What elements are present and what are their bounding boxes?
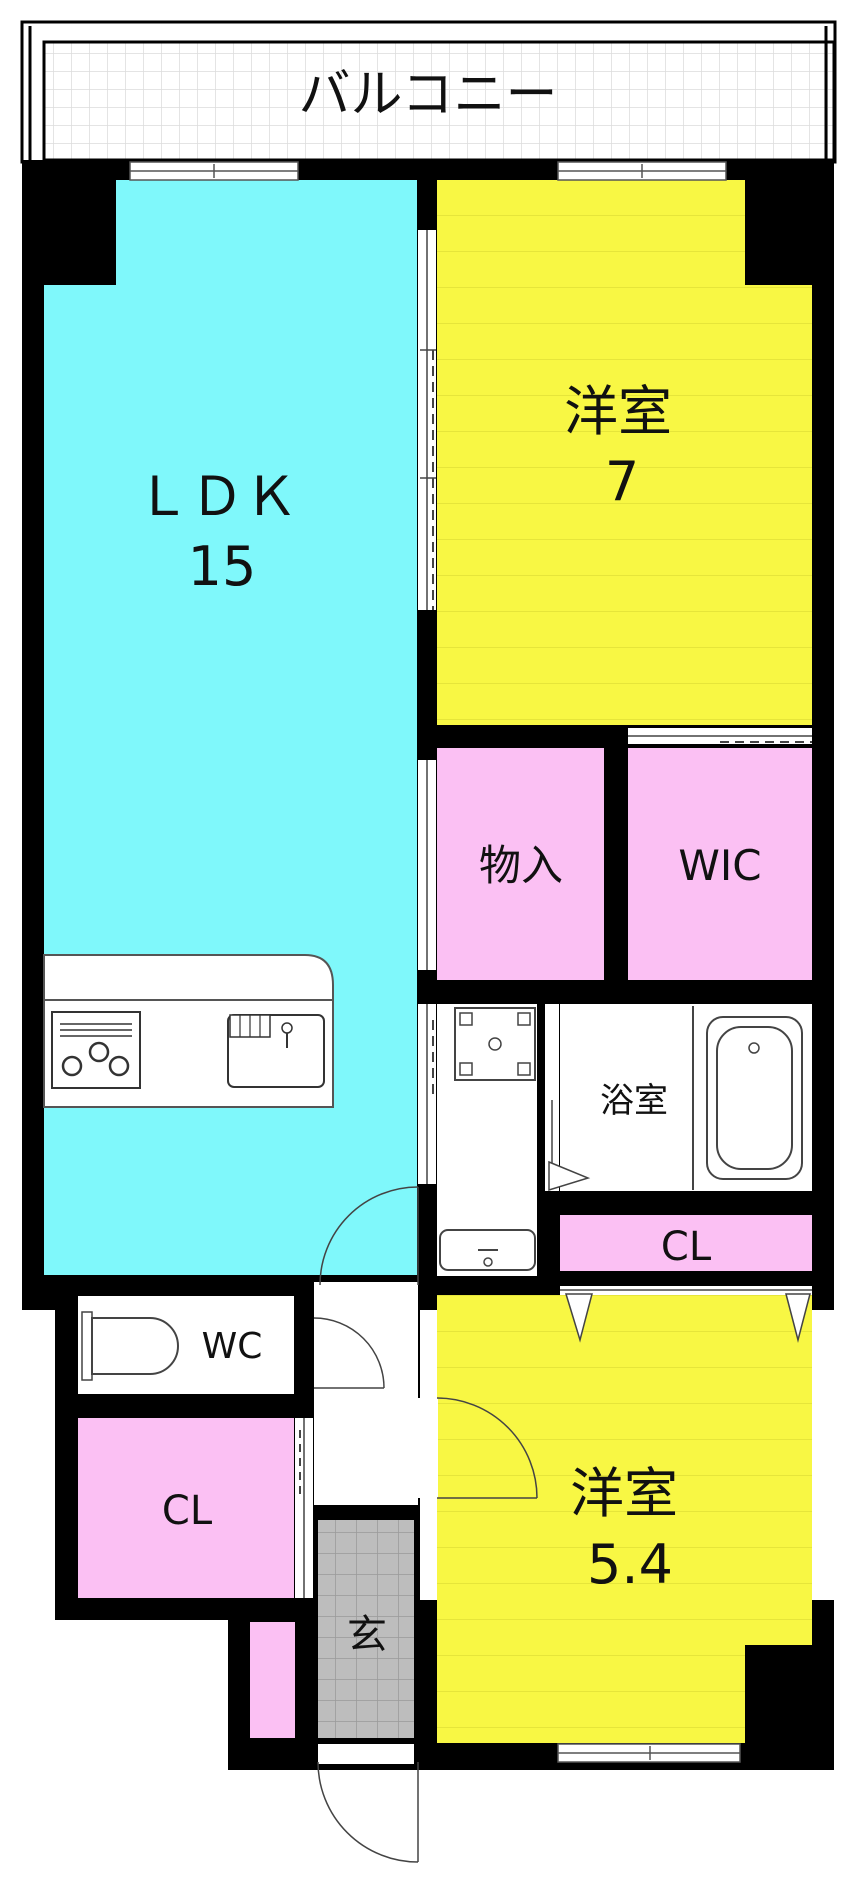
room-wic: WIC <box>628 728 812 980</box>
closet-lower-name: CL <box>162 1488 213 1534</box>
room-western-7: 洋室 7 <box>437 180 812 725</box>
bathtub-icon <box>706 1016 803 1180</box>
toilet-icon <box>81 1311 179 1381</box>
window-western2 <box>557 1743 741 1763</box>
kitchen-counter <box>43 954 334 1108</box>
sliding-door-ldk-western <box>418 230 436 610</box>
balcony-label: バルコニー <box>299 65 558 125</box>
washbasin-icon <box>439 1229 536 1271</box>
sink-icon <box>227 1014 325 1088</box>
western2-size: 5.4 <box>587 1533 673 1596</box>
room-ldk: ＬＤＫ 15 <box>44 180 417 1275</box>
washing-machine-icon <box>454 1007 536 1081</box>
room-storage: 物入 <box>418 748 604 980</box>
wic-name: WIC <box>678 841 761 890</box>
front-door <box>317 1744 419 1863</box>
wc-name: WC <box>202 1326 263 1367</box>
hallway <box>313 1186 419 1505</box>
ldk-name: ＬＤＫ <box>136 465 298 528</box>
room-bath: 浴室 <box>545 1004 812 1192</box>
door-western2 <box>418 1397 538 1499</box>
shoe-storage <box>250 1622 295 1738</box>
entrance-name: 玄 <box>347 1612 387 1658</box>
western1-name: 洋室 <box>564 380 672 443</box>
western1-size: 7 <box>605 450 639 513</box>
door-wc <box>313 1317 385 1389</box>
room-wc: WC <box>78 1296 294 1394</box>
room-closet-upper: CL <box>560 1215 812 1271</box>
window-western7 <box>557 161 727 181</box>
closet-upper-name: CL <box>661 1224 712 1270</box>
bath-name: 浴室 <box>600 1081 668 1121</box>
stove-icon <box>51 1011 141 1089</box>
washroom <box>418 1004 537 1276</box>
ldk-size: 15 <box>188 535 257 598</box>
room-closet-lower: CL <box>78 1418 313 1598</box>
storage-name: 物入 <box>479 841 563 890</box>
room-entrance: 玄 <box>317 1520 419 1863</box>
window-ldk <box>129 161 299 181</box>
balcony: バルコニー <box>20 20 837 164</box>
western2-name: 洋室 <box>570 1462 678 1525</box>
room-western-5-4: 洋室 5.4 <box>418 1286 812 1743</box>
